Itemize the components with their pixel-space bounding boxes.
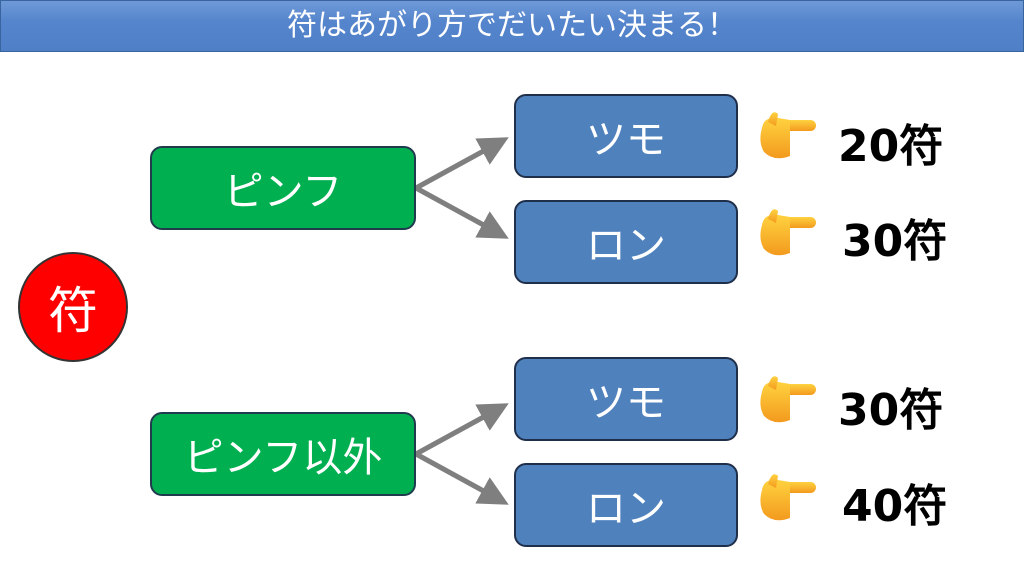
pointing-hand-icon [760, 112, 816, 159]
pointing-hand-icon [760, 376, 816, 423]
pointing-hand-icon [760, 474, 816, 521]
fu-result: 20符 [838, 121, 944, 172]
condition-pinfu: ピンフ [150, 146, 416, 230]
arrow [414, 185, 509, 239]
fu-circle: 符 [18, 252, 128, 362]
fu-result: 40符 [842, 481, 948, 532]
condition-non-pinfu: ピンフ以外 [150, 412, 416, 496]
branch-ron: ロン [514, 463, 738, 547]
pointing-hand-icon [760, 209, 816, 256]
fu-result: 30符 [838, 385, 944, 436]
arrow [414, 451, 509, 505]
branch-tsumo: ツモ [514, 357, 738, 441]
slide-title: 符はあがり方でだいたい決まる！ [0, 0, 1024, 52]
arrow [414, 137, 509, 191]
branch-ron: ロン [514, 200, 738, 284]
fu-result: 30符 [842, 216, 948, 267]
branch-tsumo: ツモ [514, 94, 738, 178]
arrow [414, 403, 509, 457]
